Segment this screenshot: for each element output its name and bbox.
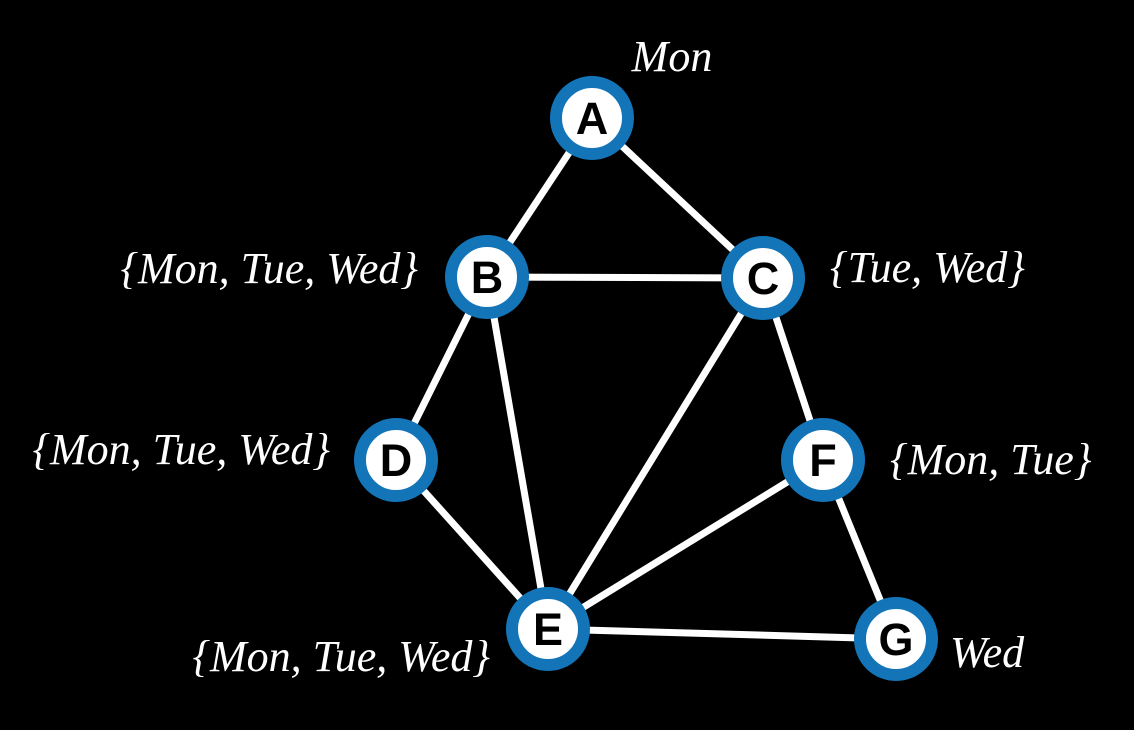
- nodes-layer: A B C D E F G: [354, 76, 938, 681]
- node-D: D: [354, 418, 438, 502]
- node-C-letter: C: [747, 253, 780, 304]
- edge-C-E: [544, 274, 767, 633]
- edge-E-G: [544, 625, 900, 643]
- node-F-circle: [781, 418, 865, 502]
- node-G-circle: [854, 597, 938, 681]
- node-A-circle: [550, 76, 634, 160]
- node-C: C: [721, 236, 805, 320]
- node-B-circle: [445, 235, 529, 319]
- node-G-letter: G: [878, 614, 913, 665]
- node-A-letter: A: [576, 93, 609, 144]
- edge-E-F: [544, 456, 827, 633]
- node-E: E: [506, 587, 590, 671]
- edge-B-C: [483, 273, 767, 282]
- node-E-letter: E: [533, 604, 563, 655]
- node-E-circle: [506, 587, 590, 671]
- node-C-circle: [721, 236, 805, 320]
- node-D-letter: D: [380, 435, 413, 486]
- node-F: F: [781, 418, 865, 502]
- node-D-circle: [354, 418, 438, 502]
- node-B-letter: B: [471, 252, 504, 303]
- edges-layer: [392, 114, 900, 643]
- node-F-letter: F: [809, 435, 837, 486]
- node-G: G: [854, 597, 938, 681]
- edge-B-E: [483, 273, 552, 633]
- node-A: A: [550, 76, 634, 160]
- node-B: B: [445, 235, 529, 319]
